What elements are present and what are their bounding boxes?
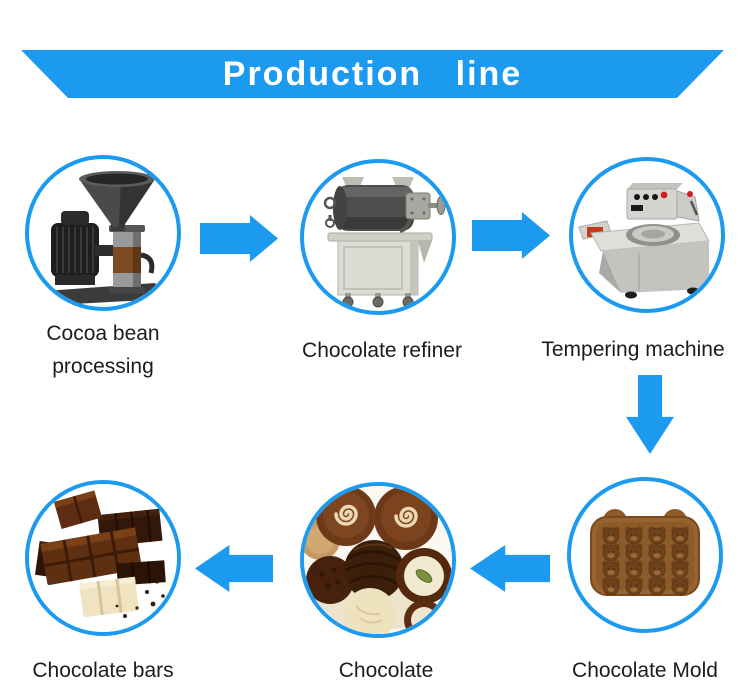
banner: Production line xyxy=(21,50,724,98)
step-circle-chocolate xyxy=(300,482,456,638)
step-circle-cocoa-processing xyxy=(25,155,181,311)
arrow-left-icon xyxy=(195,545,273,592)
chocolate-pralines-image xyxy=(304,486,452,634)
page-title: Production line xyxy=(222,55,523,93)
label-chocolate-bars: Chocolate bars xyxy=(32,659,174,682)
colloid-mill-machine-image xyxy=(45,171,165,305)
bear-chocolate-mold-image xyxy=(590,509,700,596)
label-chocolate: Chocolate xyxy=(338,659,434,682)
label-chocolate-refiner: Chocolate refiner xyxy=(302,339,462,362)
label-tempering-machine: Tempering machine xyxy=(541,338,725,361)
step-circle-chocolate-bars xyxy=(25,480,181,636)
arrow-down-icon xyxy=(626,375,674,454)
label-cocoa-bean-processing: Cocoa bean processing xyxy=(0,317,206,383)
tempering-machine-image xyxy=(578,183,710,299)
arrow-right-icon xyxy=(472,212,550,259)
chocolate-bars-image xyxy=(29,484,177,632)
label-line: processing xyxy=(52,355,154,378)
arrow-right-icon xyxy=(200,215,278,262)
chocolate-refiner-machine-image xyxy=(323,177,446,308)
arrow-left-icon xyxy=(470,545,550,592)
step-circle-tempering-machine xyxy=(569,157,725,313)
step-circle-chocolate-refiner xyxy=(300,159,456,315)
label-chocolate-mold: Chocolate Mold xyxy=(572,659,718,682)
label-line: Cocoa bean xyxy=(46,322,160,345)
step-circle-chocolate-mold xyxy=(567,477,723,633)
